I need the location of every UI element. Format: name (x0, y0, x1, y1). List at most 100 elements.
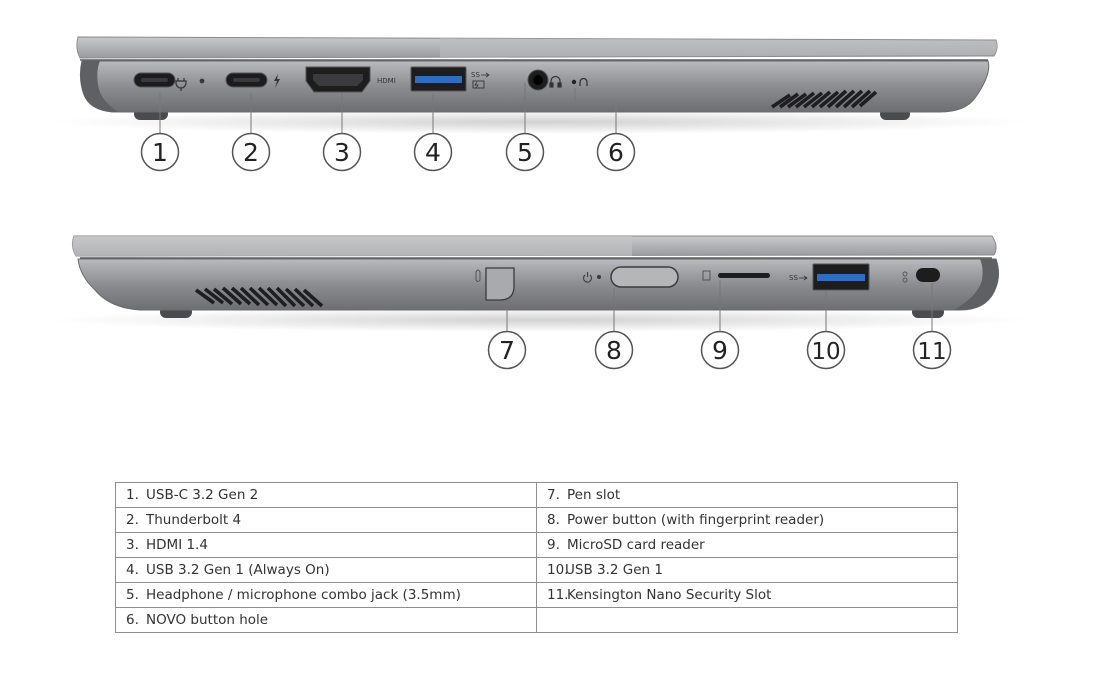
callout-number: 3 (334, 138, 350, 167)
legend-label: Pen slot (567, 487, 621, 503)
audio-jack-hole (533, 75, 543, 85)
table-row: 6. NOVO button hole (115, 607, 958, 633)
hdmi-port-label: HDMI (377, 77, 396, 85)
laptop-side-views-diagram: HDMI SS (50, 36, 1030, 370)
legend-number: 7. (547, 487, 560, 503)
legend-number: 4. (126, 562, 139, 578)
callout-11: 11 (912, 330, 952, 370)
callout-number: 2 (243, 138, 259, 167)
legend-cell: 2. Thunderbolt 4 (115, 507, 537, 533)
legend-cell-empty (536, 607, 958, 633)
callout-8: 8 (594, 330, 634, 370)
legend-label: USB 3.2 Gen 1 (565, 562, 663, 578)
power-icon (582, 272, 593, 283)
callout-number: 5 (517, 138, 533, 167)
callout-number: 11 (917, 339, 946, 365)
legend-cell: 6. NOVO button hole (115, 607, 537, 633)
legend-label: Thunderbolt 4 (146, 512, 242, 528)
superspeed-marking: SS (471, 71, 480, 79)
legend-cell: 3. HDMI 1.4 (115, 532, 537, 558)
legend-number: 9. (547, 537, 560, 553)
hinge-edge (954, 259, 999, 310)
lid-sheen (72, 236, 632, 256)
microsd-card-slot (718, 273, 770, 278)
legend-number: 11. (547, 587, 569, 603)
table-row: 5.Headphone / microphone combo jack (3.5… (115, 582, 958, 608)
pen-slot (485, 267, 515, 301)
legend-number: 1. (126, 487, 139, 503)
charging-led (199, 78, 205, 84)
ports-legend-table: 1. USB-C 3.2 Gen 2 7. Pen slot 2. Thunderbo… (115, 482, 958, 633)
legend-label: Power button (with fingerprint reader) (567, 512, 825, 528)
legend-cell: 8. Power button (with fingerprint reader) (536, 507, 958, 533)
hinge-edge (80, 61, 118, 112)
power-button-fingerprint (610, 266, 679, 288)
callout-6: 6 (596, 132, 636, 172)
laptop-shadow (50, 110, 1030, 134)
always-on-bolt-icon (474, 81, 479, 89)
callout-4: 4 (413, 132, 453, 172)
pen-icon (475, 269, 481, 282)
sd-card-icon (702, 270, 711, 281)
legend-number: 5. (126, 587, 139, 603)
legend-cell: 5.Headphone / microphone combo jack (3.5… (115, 582, 537, 608)
legend-number: 10. (547, 562, 569, 578)
usb-trident-icon (481, 72, 490, 78)
usb-a-port-insert (817, 274, 865, 281)
laptop-left-side-view: HDMI SS (50, 36, 1030, 134)
usb-trident-icon (799, 275, 808, 281)
laptop-right-side-view: SS (50, 235, 1030, 332)
power-plug-icon (175, 78, 187, 91)
callout-number: 1 (152, 138, 168, 167)
legend-number: 6. (126, 612, 139, 628)
legend-cell: 1. USB-C 3.2 Gen 2 (115, 482, 537, 508)
legend-number: 2. (126, 512, 139, 528)
thunderbolt-icon (274, 74, 280, 88)
lock-icon (902, 271, 908, 283)
callout-10: 10 (806, 330, 846, 370)
callout-3: 3 (322, 132, 362, 172)
headset-icon (549, 75, 562, 88)
legend-label: MicroSD card reader (567, 537, 705, 553)
table-row: 4. USB 3.2 Gen 1 (Always On) 10.USB 3.2 G… (115, 557, 958, 583)
usb-a-port-insert (415, 76, 462, 83)
callout-number: 7 (499, 336, 515, 365)
callout-number: 8 (606, 336, 622, 365)
table-row: 1. USB-C 3.2 Gen 2 7. Pen slot (115, 482, 958, 508)
legend-label: Kensington Nano Security Slot (567, 587, 772, 603)
legend-label: NOVO button hole (146, 612, 269, 628)
callout-1: 1 (140, 132, 180, 172)
superspeed-marking: SS (789, 274, 798, 282)
callout-number: 10 (811, 339, 840, 365)
kensington-nano-slot (916, 268, 940, 282)
callout-leader-lines (506, 280, 933, 331)
callout-leader-lines (159, 83, 617, 133)
callout-number: 9 (712, 336, 728, 365)
legend-number: 8. (547, 512, 560, 528)
hdmi-port-inner (313, 74, 363, 86)
cooling-vent (771, 89, 878, 109)
usb-c-port-tongue (141, 78, 168, 82)
callout-number: 6 (608, 138, 624, 167)
laptop-shadow (50, 308, 1030, 332)
always-on-battery-icon (472, 80, 485, 89)
legend-label: USB 3.2 Gen 1 (Always On) (146, 562, 330, 578)
table-row: 3. HDMI 1.4 9. MicroSD card reader (115, 532, 958, 558)
legend-label: HDMI 1.4 (146, 537, 208, 553)
legend-cell: 9. MicroSD card reader (536, 532, 958, 558)
callout-5: 5 (505, 132, 545, 172)
table-row: 2. Thunderbolt 4 8. Power button (with fin… (115, 507, 958, 533)
legend-label: USB-C 3.2 Gen 2 (146, 487, 259, 503)
legend-cell: 4. USB 3.2 Gen 1 (Always On) (115, 557, 537, 583)
callout-2: 2 (231, 132, 271, 172)
legend-cell: 11.Kensington Nano Security Slot (536, 582, 958, 608)
legend-cell: 10.USB 3.2 Gen 1 (536, 557, 958, 583)
legend-number: 3. (126, 537, 139, 553)
cooling-vent (194, 286, 324, 308)
callout-7: 7 (487, 330, 527, 370)
thunderbolt-port-tongue (233, 78, 260, 82)
lid-sheen (440, 38, 998, 57)
legend-cell: 7. Pen slot (536, 482, 958, 508)
power-led (597, 275, 601, 279)
novo-arrow-icon (579, 77, 588, 86)
